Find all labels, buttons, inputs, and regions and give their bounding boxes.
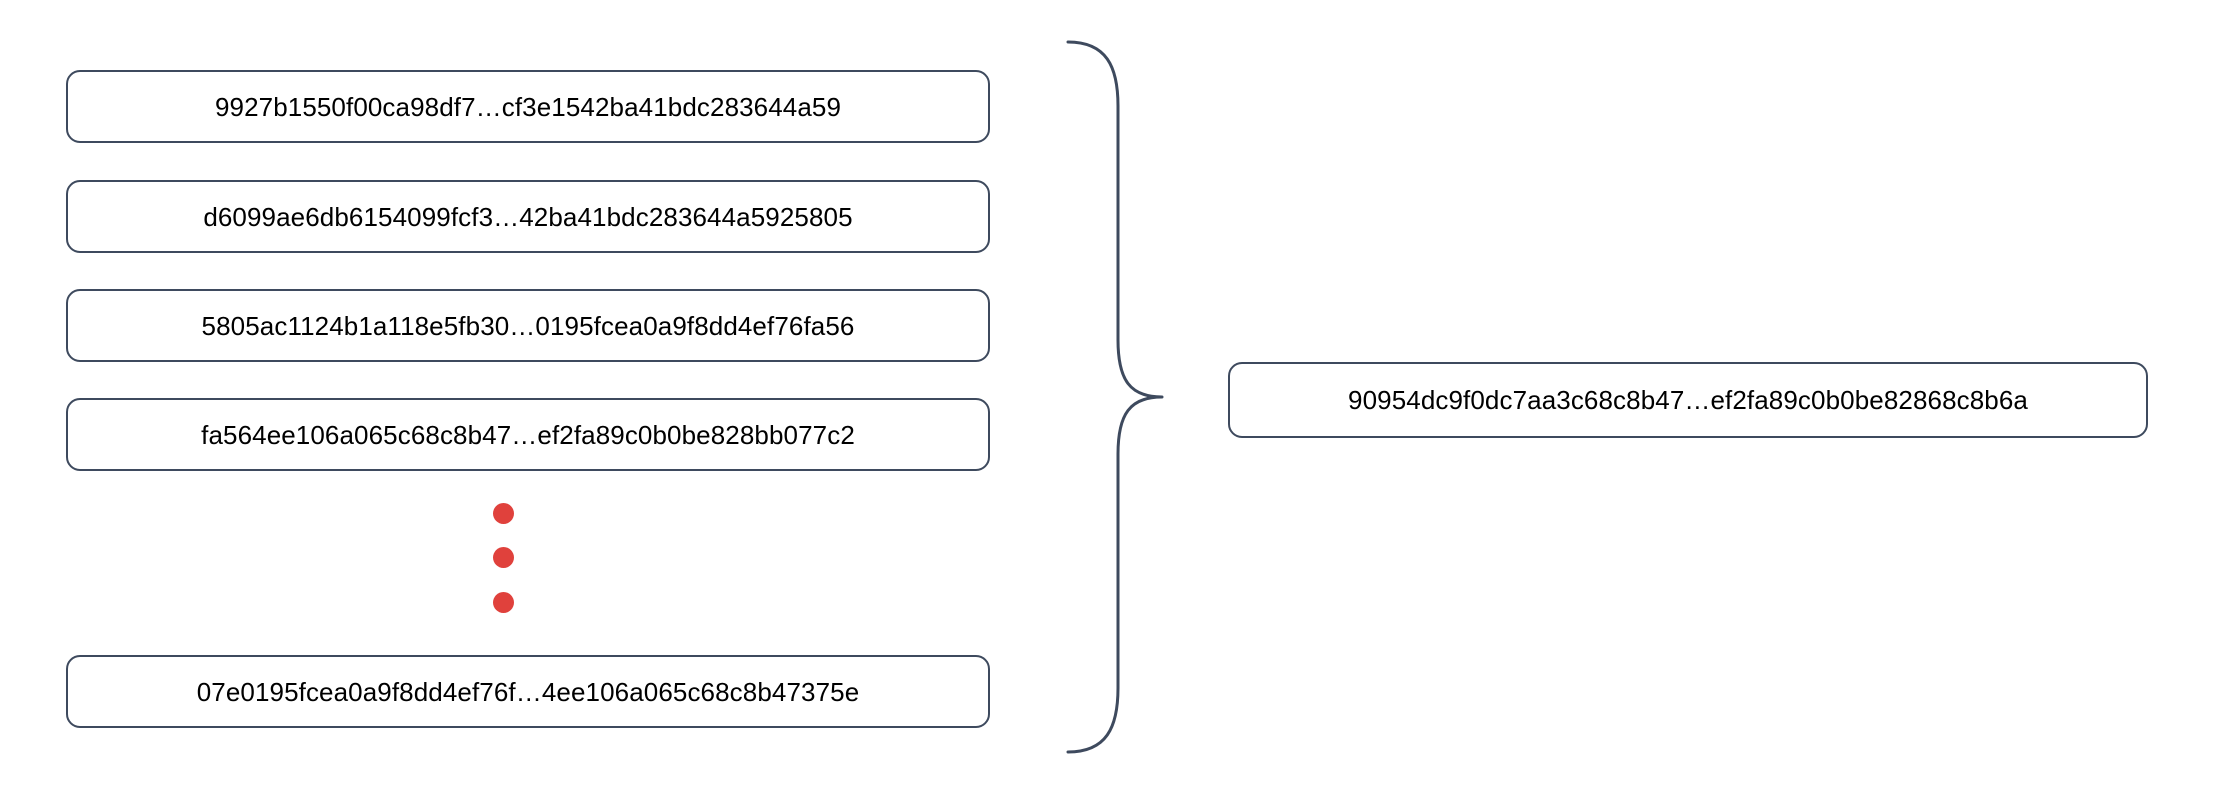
input-hash-box-1[interactable]: 9927b1550f00ca98df7…cf3e1542ba41bdc28364… <box>66 70 990 143</box>
input-hash-label-3: 5805ac1124b1a118e5fb30…0195fcea0a9f8dd4e… <box>201 310 855 341</box>
curly-brace-icon <box>1066 40 1164 754</box>
input-hash-box-3[interactable]: 5805ac1124b1a118e5fb30…0195fcea0a9f8dd4e… <box>66 289 990 362</box>
input-hash-box-5[interactable]: 07e0195fcea0a9f8dd4ef76f…4ee106a065c68c8… <box>66 655 990 728</box>
ellipsis-dot-icon <box>493 547 514 568</box>
output-hash-label: 90954dc9f0dc7aa3c68c8b47…ef2fa89c0b0be82… <box>1348 385 2028 415</box>
ellipsis-dot-icon <box>493 503 514 524</box>
input-hash-label-1: 9927b1550f00ca98df7…cf3e1542ba41bdc28364… <box>214 91 842 122</box>
input-hash-label-5: 07e0195fcea0a9f8dd4ef76f…4ee106a065c68c8… <box>196 676 860 707</box>
input-hash-label-4: fa564ee106a065c68c8b47…ef2fa89c0b0be828b… <box>201 419 855 450</box>
ellipsis-dot-icon <box>493 592 514 613</box>
input-hash-box-2[interactable]: d6099ae6db6154099fcf3…42ba41bdc283644a59… <box>66 180 990 253</box>
input-hash-label-2: d6099ae6db6154099fcf3…42ba41bdc283644a59… <box>203 201 853 232</box>
output-hash-box[interactable]: 90954dc9f0dc7aa3c68c8b47…ef2fa89c0b0be82… <box>1228 362 2148 438</box>
vertical-ellipsis <box>493 503 517 625</box>
input-hash-box-4[interactable]: fa564ee106a065c68c8b47…ef2fa89c0b0be828b… <box>66 398 990 471</box>
